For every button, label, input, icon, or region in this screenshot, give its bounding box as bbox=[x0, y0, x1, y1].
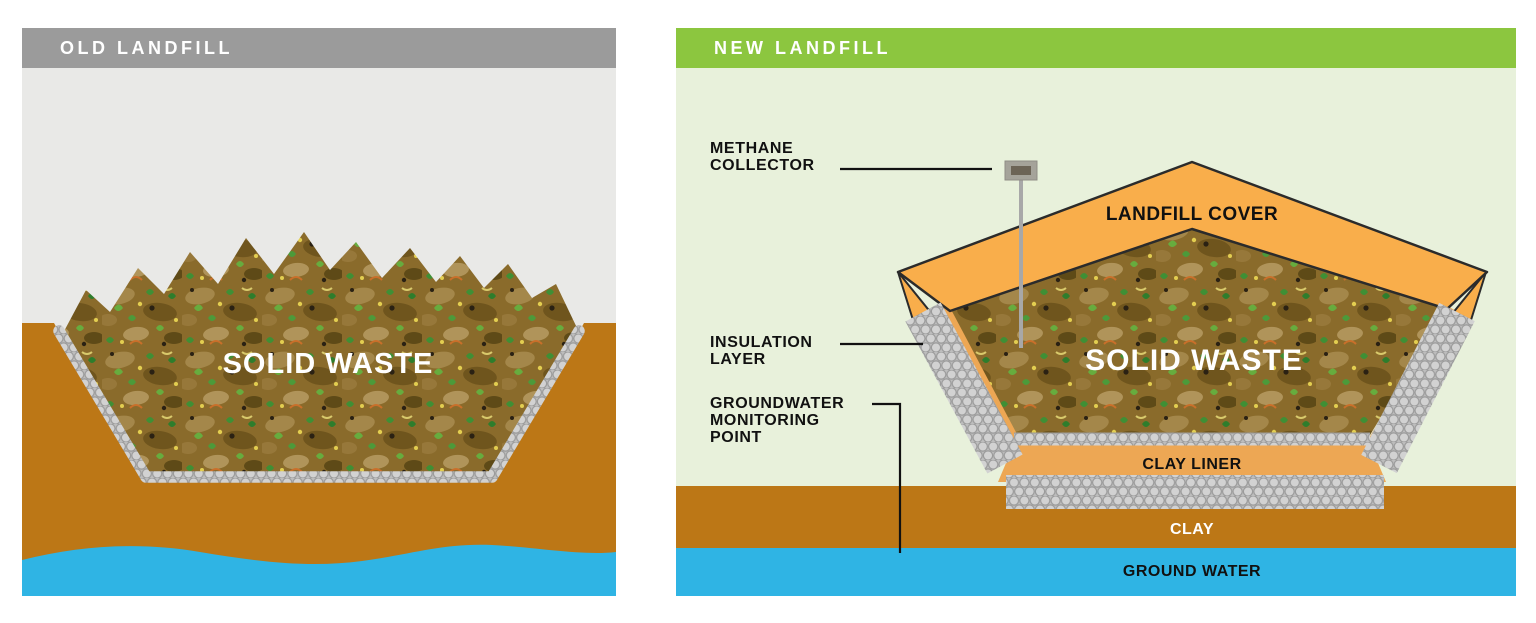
new-landfill-title: NEW LANDFILL bbox=[714, 38, 891, 58]
groundwater-monitoring-line bbox=[872, 402, 902, 553]
new-landfill-header: NEW LANDFILL bbox=[676, 28, 1516, 68]
old-landfill-diagram: SOLID WASTE bbox=[22, 68, 616, 596]
groundwater-monitoring-label: GROUNDWATER MONITORING POINT bbox=[710, 395, 845, 446]
insulation-gravel-right bbox=[1361, 302, 1475, 474]
methane-collector-icon-core bbox=[1011, 166, 1031, 175]
old-landfill-header: OLD LANDFILL bbox=[22, 28, 616, 68]
solid-waste-pile bbox=[950, 229, 1447, 440]
clay-liner-slab bbox=[998, 444, 1386, 482]
old-landfill-title: OLD LANDFILL bbox=[60, 38, 233, 58]
solid-waste-pile bbox=[62, 232, 578, 472]
clay-liner-label: CLAY LINER bbox=[1142, 456, 1241, 473]
groundwater-layer bbox=[676, 548, 1516, 596]
insulation-layer-label: INSULATION LAYER bbox=[710, 334, 813, 368]
insulation-gravel-left bbox=[905, 302, 1023, 474]
clay-label: CLAY bbox=[1170, 521, 1214, 538]
ground-water-label: GROUND WATER bbox=[1123, 563, 1261, 580]
gravel-liner bbox=[53, 325, 585, 483]
ground-soil bbox=[22, 323, 616, 596]
landfill-cover-label: LANDFILL COVER bbox=[1106, 204, 1278, 225]
new-landfill-diagram: LANDFILL COVER SOLID WASTE CLAY LINER CL… bbox=[676, 68, 1516, 596]
solid-waste-label: SOLID WASTE bbox=[1085, 344, 1303, 377]
solid-waste-label: SOLID WASTE bbox=[223, 348, 434, 380]
new-landfill-panel: NEW LANDFILL bbox=[676, 28, 1516, 596]
methane-collector-label: METHANE COLLECTOR bbox=[710, 140, 815, 174]
groundwater bbox=[22, 544, 616, 596]
methane-collector-pipe bbox=[1019, 178, 1023, 348]
old-landfill-panel: OLD LANDFILL bbox=[22, 28, 616, 596]
